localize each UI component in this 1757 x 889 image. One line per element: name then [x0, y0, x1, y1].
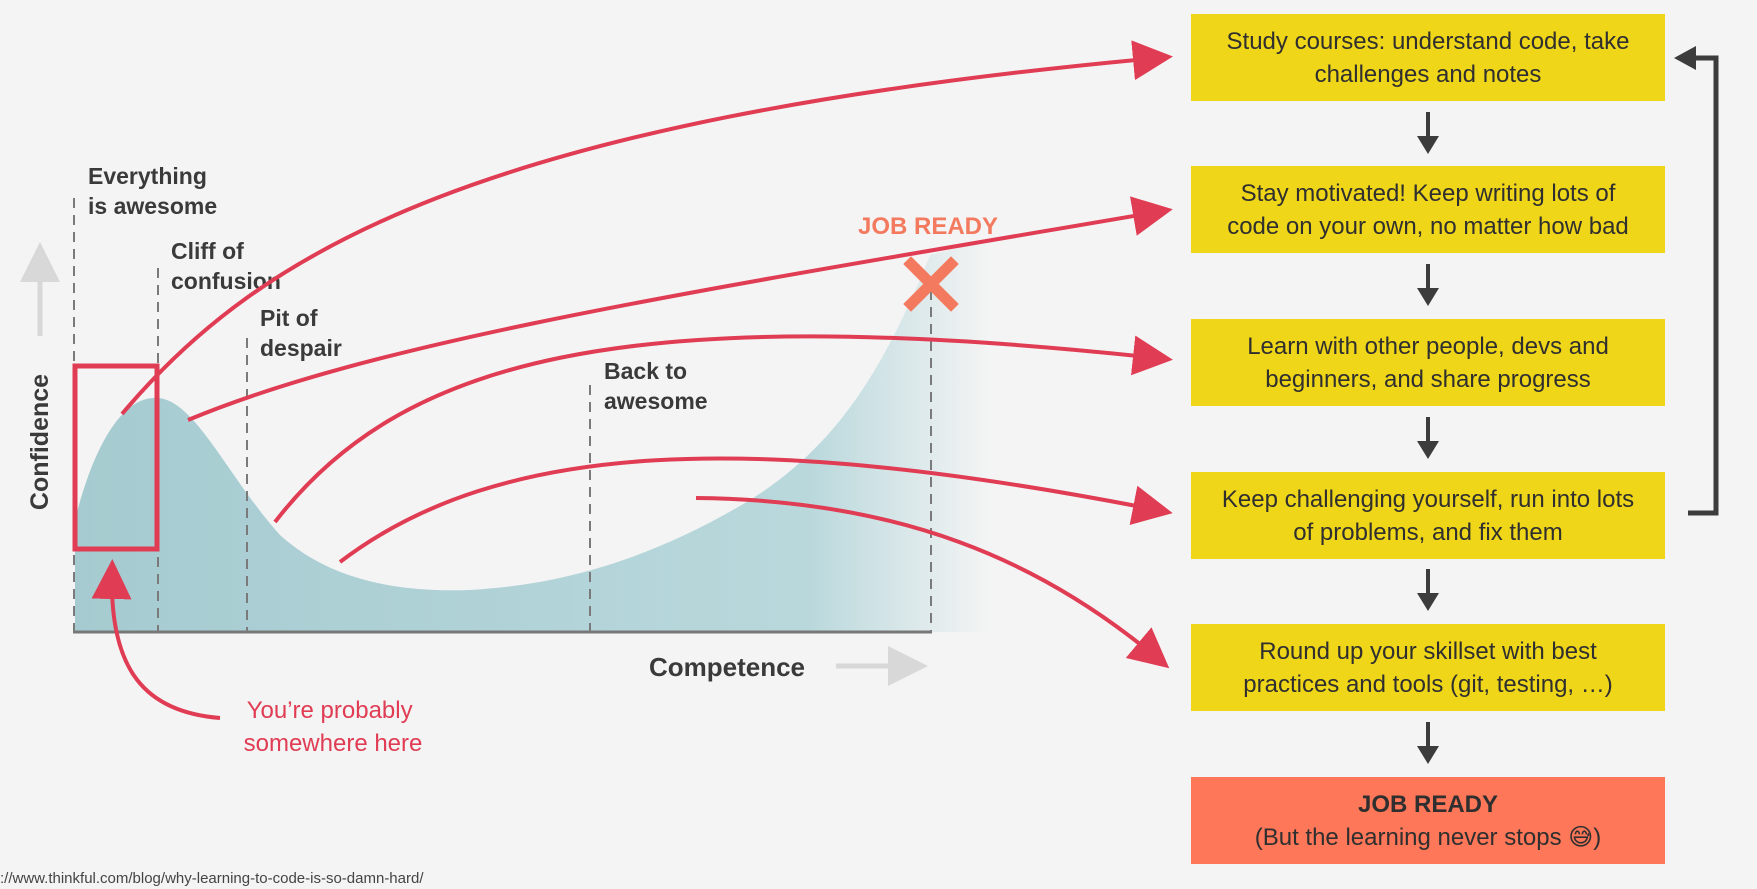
step-3-text-line-2: beginners, and share progress	[1265, 365, 1591, 393]
down-arrow-icon	[1417, 112, 1439, 154]
x-axis-label: Competence	[649, 652, 805, 682]
job-ready-label: JOB READY	[858, 213, 998, 240]
step-4-box: Keep challenging yourself, run into lots…	[1191, 472, 1665, 559]
current-position-highlight	[72, 363, 160, 552]
connector-arrow-2	[187, 196, 1173, 422]
phase-divider-lines	[73, 198, 932, 632]
down-arrow-icon	[1417, 264, 1439, 306]
label-cliff-of-confusion: Cliff of confusion	[171, 238, 281, 294]
connector-arrow-3	[273, 334, 1173, 524]
step-1-text-line-2: challenges and notes	[1314, 60, 1542, 88]
loop-back-arrow	[1688, 55, 1719, 516]
label-pit-of-despair: Pit of despair	[260, 305, 342, 361]
step-5-text-line-2: practices and tools (git, testing, …)	[1243, 670, 1613, 698]
step-5-text-line-1: Round up your skillset with best	[1259, 637, 1597, 665]
loop-back-arrowhead-icon	[1674, 46, 1696, 70]
job-ready-title: JOB READY	[1357, 790, 1499, 818]
step-4-text-line-2: of problems, and fix them	[1293, 518, 1563, 546]
connector-arrow-1	[120, 40, 1173, 416]
connector-arrow-4	[338, 456, 1173, 564]
y-axis-label: Confidence	[26, 374, 54, 510]
job-ready-x-icon	[903, 256, 959, 312]
step-3-text-line-1: Learn with other people, devs and	[1247, 332, 1609, 360]
you-are-here-arrow	[91, 559, 221, 720]
down-arrow-icon	[1417, 569, 1439, 611]
label-everything-awesome: Everything is awesome	[88, 163, 217, 219]
step-connector-arrows	[120, 40, 1173, 669]
down-arrow-icon	[1417, 722, 1439, 764]
step-1-box: Study courses: understand code, take cha…	[1191, 14, 1665, 101]
step-3-box: Learn with other people, devs and beginn…	[1191, 319, 1665, 406]
confidence-curve-area	[75, 240, 990, 632]
step-2-box: Stay motivated! Keep writing lots of cod…	[1191, 166, 1665, 253]
step-2-text-line-1: Stay motivated! Keep writing lots of	[1240, 179, 1616, 207]
label-back-to-awesome: Back to awesome	[604, 358, 708, 414]
source-url-text: ://www.thinkful.com/blog/why-learning-to…	[0, 870, 424, 887]
job-ready-subtitle: (But the learning never stops 😅)	[1254, 823, 1602, 851]
step-5-box: Round up your skillset with best practic…	[1191, 624, 1665, 711]
step-1-text-line-1: Study courses: understand code, take	[1226, 27, 1630, 55]
step-4-text-line-1: Keep challenging yourself, run into lots	[1221, 485, 1635, 513]
down-arrow-icon	[1417, 417, 1439, 459]
job-ready-box: JOB READY (But the learning never stops …	[1191, 777, 1665, 864]
connector-arrow-5	[695, 496, 1170, 669]
step-2-text-line-2: code on your own, no matter how bad	[1227, 212, 1629, 240]
you-are-here-label: You’re probably somewhere here	[244, 697, 423, 757]
